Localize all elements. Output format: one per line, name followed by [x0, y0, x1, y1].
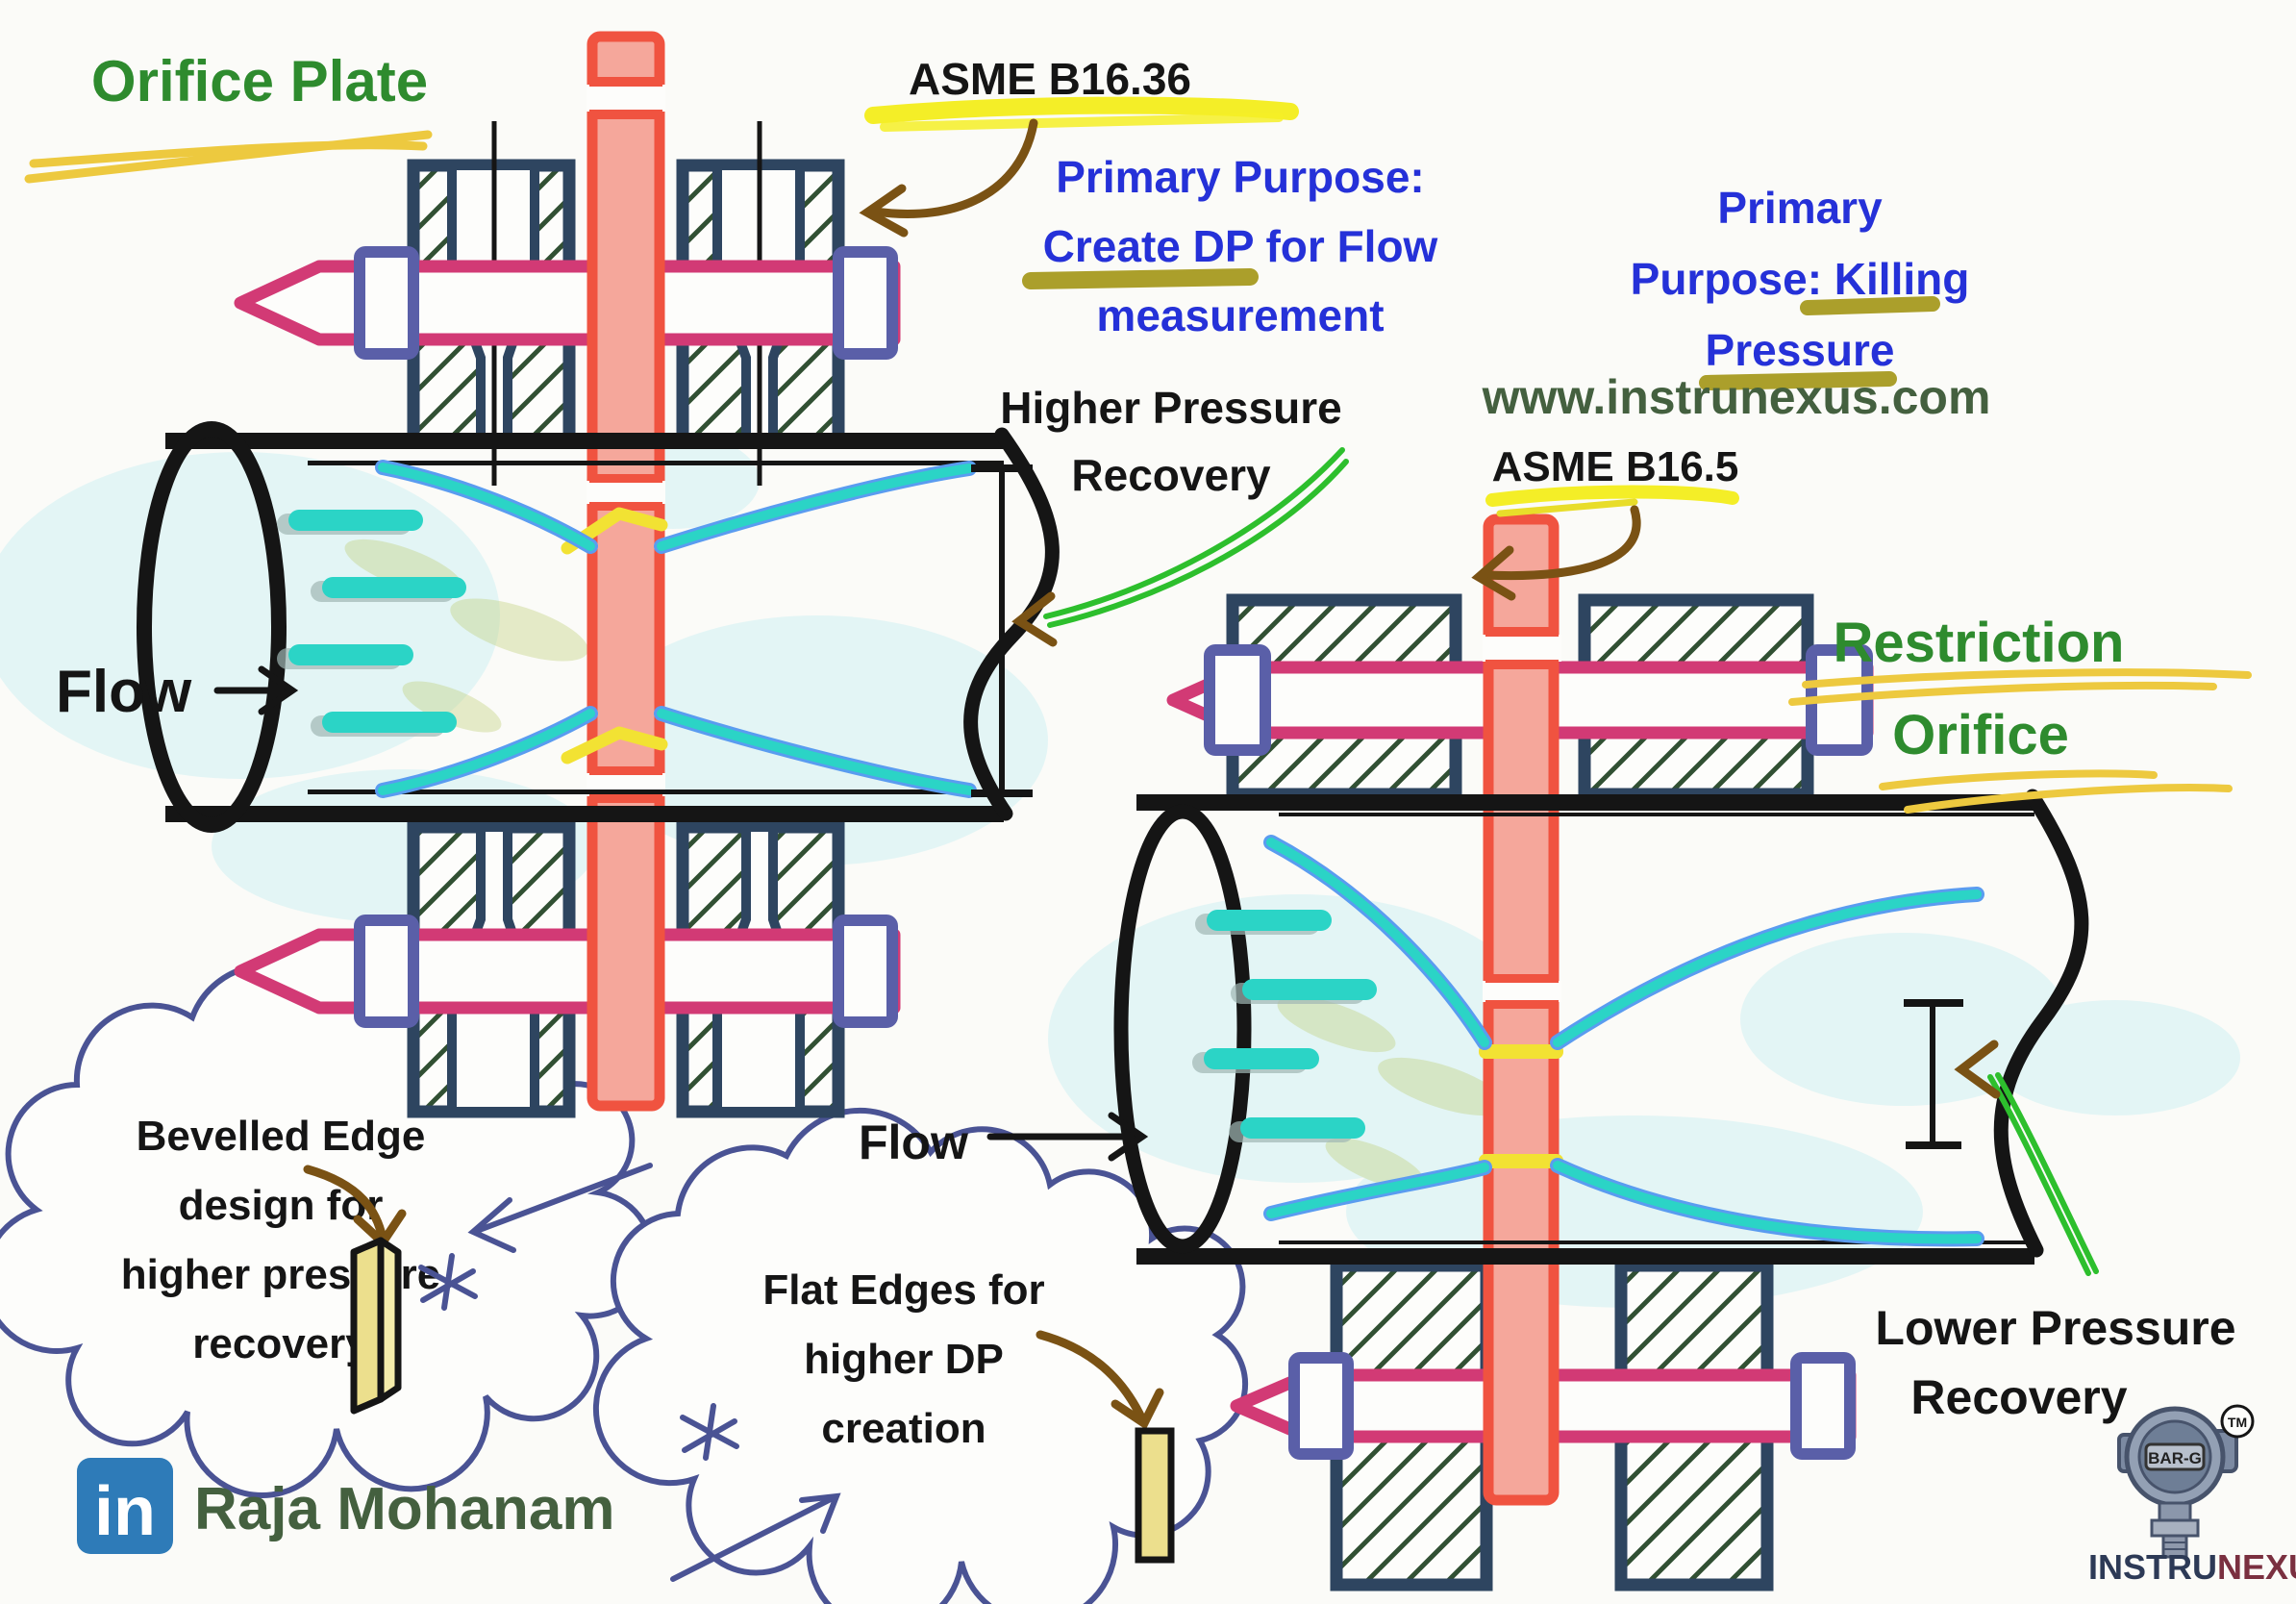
website-url: www.instrunexus.com — [1482, 370, 1991, 424]
left-title: Orifice Plate — [91, 49, 428, 113]
streamlines-right — [1263, 835, 1984, 1247]
right-green-arrow — [1954, 1040, 2099, 1276]
right-purpose-line-3: Pressure — [1706, 325, 1895, 375]
lp-recovery-line-1: Lower Pressure — [1875, 1301, 2235, 1355]
flat-edge-mark-top — [1479, 1044, 1563, 1059]
flat-blue-arrow — [670, 1492, 841, 1582]
orifice-plate — [586, 31, 665, 1112]
instrunexus-logo: BAR-G TM INSTRUNEXUS — [2088, 1404, 2296, 1587]
cloud-flat-edges — [592, 1107, 1249, 1604]
right-purpose-line-2: Purpose: Killing — [1631, 254, 1970, 304]
bevelled-edge-callout: Bevelled Edge design for higher pressure… — [121, 1113, 653, 1415]
right-flow-label: Flow — [859, 1115, 968, 1169]
left-purpose-line-1: Primary Purpose: — [1056, 152, 1424, 202]
right-purpose-text: Primary Purpose: Killing Pressure — [1631, 183, 1970, 390]
upper-bolt — [234, 260, 901, 346]
brand-suffix: NEXUS — [2217, 1547, 2296, 1587]
bevelled-plate-icon — [350, 1237, 402, 1415]
brand-name: INSTRUNEXUS — [2088, 1547, 2296, 1587]
right-standard-highlight — [1485, 485, 1739, 517]
left-purpose-text: Primary Purpose: Create DP for Flow meas… — [1022, 152, 1438, 340]
pipe-outlet-end — [963, 427, 1060, 821]
left-measurement-span — [971, 464, 1033, 797]
trademark-text: TM — [2228, 1415, 2247, 1430]
right-lower-nut-left — [1288, 1352, 1354, 1460]
left-flow-label: Flow — [56, 659, 192, 725]
flat-edge-mark-bottom — [1479, 1154, 1563, 1168]
hp-recovery-line-1: Higher Pressure — [1000, 383, 1341, 433]
left-pipe — [137, 421, 1060, 833]
lp-recovery-line-2: Recovery — [1910, 1370, 2127, 1424]
right-purpose-line-1: Primary — [1717, 183, 1883, 233]
flat-callout-arrow — [1036, 1330, 1164, 1430]
right-pipe — [1113, 789, 2089, 1265]
right-standard-arrow — [1471, 505, 1641, 601]
streamlines-left — [375, 460, 977, 798]
bevelled-asterisk — [418, 1253, 478, 1311]
left-purpose-line-2: Create DP for Flow — [1043, 221, 1438, 271]
pipe-inlet-mouth — [137, 421, 287, 833]
right-title-line-2: Orifice — [1892, 704, 2069, 766]
flat-asterisk — [680, 1403, 739, 1461]
trademark-circle — [2220, 1404, 2255, 1439]
left-purpose-line-3: measurement — [1096, 290, 1384, 340]
flow-dashes-right — [1192, 910, 1377, 1142]
lower-bolt-nut-right — [833, 915, 898, 1028]
linkedin-badge: in — [77, 1458, 173, 1554]
flow-dashes-left — [277, 510, 466, 737]
right-upper-nut-left — [1204, 644, 1271, 756]
linkedin-icon — [77, 1458, 173, 1554]
hp-recovery-line-2: Recovery — [1071, 450, 1271, 500]
left-purpose-underline — [1022, 268, 1259, 289]
restriction-orifice-assembly — [1113, 514, 2089, 1591]
restriction-plate-gaps — [1483, 627, 1561, 1009]
bevelled-callout-line-4: recovery — [192, 1320, 369, 1367]
left-green-arrow — [1011, 447, 1349, 647]
flat-callout-line-2: higher DP — [804, 1336, 1004, 1383]
left-standard-arrow — [859, 118, 1038, 238]
upper-bolt-nut-left — [354, 246, 419, 360]
brand-prefix: INSTRU — [2088, 1547, 2217, 1587]
killing-underline — [1800, 296, 1940, 315]
transmitter-icon: BAR-G — [2117, 1406, 2238, 1559]
bevelled-callout-line-1: Bevelled Edge — [137, 1113, 426, 1160]
left-standard-highlight — [864, 96, 1299, 132]
right-title-underlines — [1788, 668, 2252, 814]
lower-bolt-nut-left — [354, 915, 419, 1028]
flat-callout-line-1: Flat Edges for — [762, 1266, 1044, 1314]
flat-callout-line-3: creation — [821, 1405, 986, 1452]
lower-bolt — [234, 928, 901, 1015]
lower-pressure-recovery-label: Lower Pressure Recovery — [1875, 1301, 2235, 1424]
right-title-line-1: Restriction — [1834, 612, 2125, 674]
bevelled-edge-mark-bottom — [561, 726, 668, 764]
left-title-underline — [24, 130, 433, 184]
right-lower-nut-right — [1790, 1352, 1856, 1460]
pipe-outlet-end-right — [1993, 789, 2089, 1258]
linkedin-icon-text: in — [94, 1473, 156, 1550]
higher-pressure-recovery-label: Higher Pressure Recovery — [1000, 383, 1341, 500]
right-measurement-span — [1904, 999, 1963, 1149]
right-standard-label: ASME B16.5 — [1492, 443, 1739, 490]
left-flow-arrow — [213, 665, 299, 715]
flat-plate-icon — [1135, 1427, 1175, 1564]
flat-edges-callout: Flat Edges for higher DP creation — [670, 1266, 1175, 1582]
bevelled-blue-arrow — [467, 1163, 653, 1253]
pressure-underline — [1699, 371, 1897, 390]
author-name: Raja Mohanam — [194, 1476, 615, 1542]
upper-bolt-nut-right — [833, 246, 898, 360]
pipe-inlet-mouth-right — [1113, 804, 1252, 1254]
transmitter-label: BAR-G — [2148, 1449, 2202, 1467]
orifice-plate-assembly — [137, 31, 1060, 1118]
right-flow-arrow — [986, 1112, 1149, 1162]
right-title: Restriction Orifice — [1788, 612, 2252, 814]
left-standard-label: ASME B16.36 — [909, 54, 1191, 104]
